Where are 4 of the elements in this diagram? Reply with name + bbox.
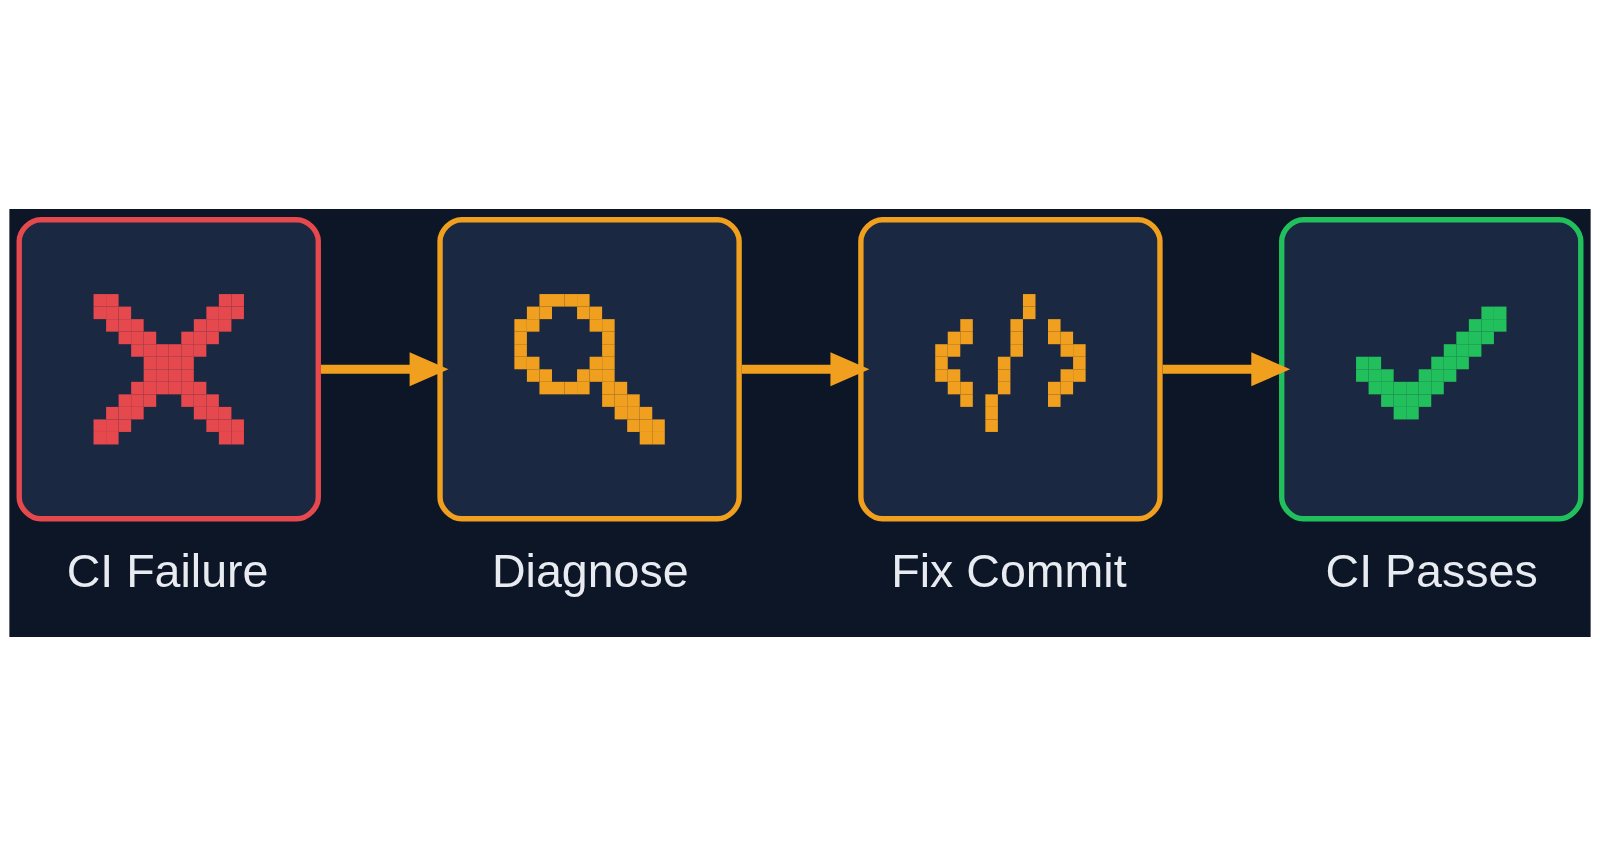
node-label: CI Passes xyxy=(1325,544,1538,597)
node-label: CI Failure xyxy=(66,544,269,597)
node-label: Diagnose xyxy=(491,544,689,597)
node-label: Fix Commit xyxy=(891,544,1127,597)
